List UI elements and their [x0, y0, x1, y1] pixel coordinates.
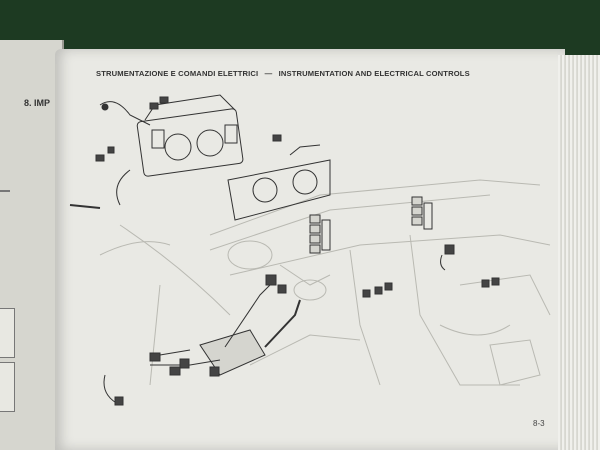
header-italian: STRUMENTAZIONE E COMANDI ELETTRICI	[96, 69, 259, 78]
left-page-rule	[0, 190, 10, 192]
left-page-box-lower	[0, 362, 15, 412]
switch-block-right	[411, 196, 433, 230]
header-english: INSTRUMENTATION AND ELECTRICAL CONTROLS	[278, 69, 470, 78]
instrument-cluster-exploded	[69, 94, 282, 209]
exploded-diagram	[69, 94, 551, 406]
switch-block-left	[309, 214, 331, 254]
left-page-tab: 8. IMP	[24, 98, 51, 108]
page-number: 8-3	[533, 419, 545, 428]
left-page-box-upper	[0, 308, 15, 358]
page-header: STRUMENTAZIONE E COMANDI ELETTRICI — INS…	[96, 69, 470, 78]
steering-column-switch	[103, 274, 301, 406]
instrument-panel	[227, 144, 331, 221]
header-separator: —	[264, 69, 273, 78]
connectors-right	[362, 244, 500, 298]
page-edges	[558, 55, 600, 450]
